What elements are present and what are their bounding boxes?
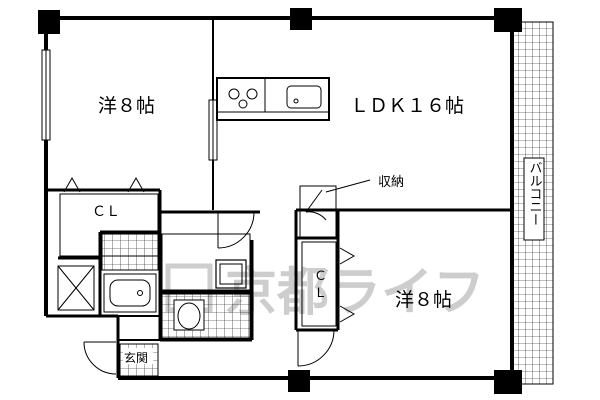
storage-label: 収納 xyxy=(378,175,404,190)
closet-1: ＣＬ xyxy=(59,176,159,257)
structural-columns xyxy=(38,8,522,394)
closet-2-label-bottom: Ｌ xyxy=(314,286,327,301)
toilet-room xyxy=(161,293,251,339)
closet-1-label: ＣＬ xyxy=(92,204,120,220)
outer-walls xyxy=(44,16,514,380)
door-swings xyxy=(83,211,335,375)
pipe-shaft xyxy=(57,265,95,311)
windows xyxy=(41,49,218,161)
closet-2: Ｃ Ｌ xyxy=(301,241,356,327)
entrance: 玄関 xyxy=(119,343,159,377)
watermark-logo: 京都ライフ xyxy=(165,263,485,323)
storage xyxy=(299,179,371,239)
entrance-label: 玄関 xyxy=(124,350,148,365)
balcony-label: バルコニー xyxy=(527,161,543,226)
washroom xyxy=(101,233,159,313)
western-room-1-label: 洋８帖 xyxy=(98,95,155,117)
closet-2-label-top: Ｃ xyxy=(314,269,327,284)
balcony-label-box xyxy=(523,157,545,241)
ldk-label: ＬＤＫ１６帖 xyxy=(350,95,464,117)
utility-area xyxy=(161,233,251,291)
kitchen-counter xyxy=(216,77,330,121)
western-room-2-label: 洋８帖 xyxy=(395,289,452,311)
svg-text:京都ライフ: 京都ライフ xyxy=(225,263,485,323)
